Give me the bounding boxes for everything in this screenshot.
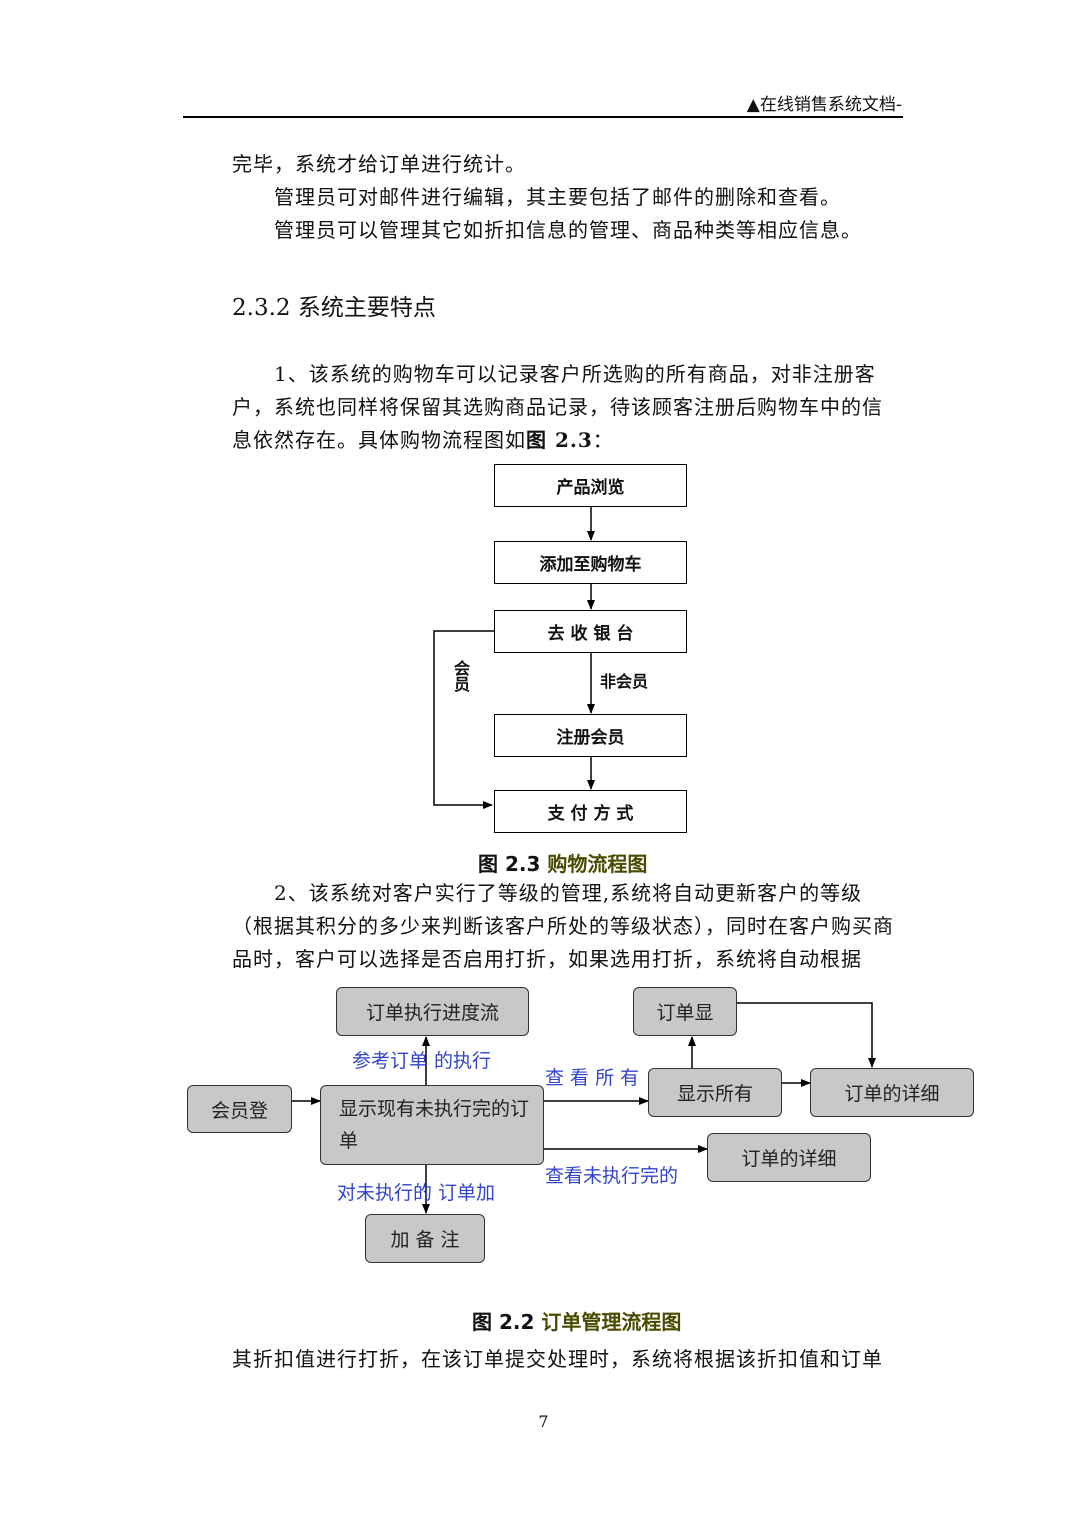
order-box-pending-orders: 显示现有未执行完的订单: [320, 1085, 544, 1165]
page-number: 7: [538, 1412, 549, 1431]
paragraph-6: 其折扣值进行打折，在该订单提交处理时，系统将根据该折扣值和订单: [232, 1347, 883, 1371]
section-title: 2.3.2 系统主要特点: [232, 295, 436, 321]
order-box-detail-1: 订单的详细: [810, 1068, 974, 1117]
order-box-member-login: 会员登: [187, 1085, 292, 1133]
order-box-progress: 订单执行进度流: [336, 987, 529, 1036]
paragraph-5: 2、该系统对客户实行了等级的管理,系统将自动更新客户的等级（根据其积分的多少来判…: [232, 881, 894, 971]
label-reference-order: 参考订单 的执行: [352, 1050, 492, 1072]
order-box-show-all: 显示所有: [648, 1068, 782, 1117]
figure-2-3-caption: 图 2.3 购物流程图: [478, 848, 647, 877]
figure-2-2-caption: 图 2.2 订单管理流程图: [472, 1306, 681, 1335]
header-rule: [183, 116, 903, 118]
label-non-member: 非会员: [600, 672, 649, 691]
paragraph-1: 完毕，系统才给订单进行统计。: [232, 152, 526, 176]
order-box-add-remark: 加 备 注: [365, 1214, 485, 1263]
figure-2-2-caption-number: 图 2.2: [472, 1310, 542, 1334]
paragraph-3: 管理员可以管理其它如折扣信息的管理、商品种类等相应信息。: [274, 218, 862, 242]
paragraph-4: 1、该系统的购物车可以记录客户所选购的所有商品，对非注册客户，系统也同样将保留其…: [232, 358, 902, 457]
flow-box-browse: 产品浏览: [494, 464, 687, 507]
label-view-pending: 查看未执行完的: [545, 1165, 679, 1187]
figure-reference: 图 2.3: [526, 428, 593, 452]
flow-box-register: 注册会员: [494, 714, 687, 757]
figure-2-3-caption-number: 图 2.3: [478, 852, 548, 876]
label-view-all: 查 看 所 有: [545, 1067, 640, 1089]
paragraph-4-text: 1、该系统的购物车可以记录客户所选购的所有商品，对非注册客户，系统也同样将保留其…: [232, 362, 883, 452]
figure-2-2-caption-title: 订单管理流程图: [541, 1310, 682, 1334]
header-title: ▲在线销售系统文档-: [746, 95, 902, 115]
order-box-display: 订单显: [633, 987, 737, 1036]
order-box-detail-2: 订单的详细: [707, 1133, 871, 1182]
flow-box-checkout: 去 收 银 台: [494, 610, 687, 653]
paragraph-2: 管理员可对邮件进行编辑，其主要包括了邮件的删除和查看。: [274, 185, 841, 209]
label-add-note: 对未执行的 订单加: [337, 1182, 496, 1204]
paragraph-4-end: ：: [592, 428, 614, 452]
flow-box-payment: 支 付 方 式: [494, 790, 687, 833]
flow-box-add-to-cart: 添加至购物车: [494, 541, 687, 584]
figure-2-3-caption-title: 购物流程图: [547, 852, 648, 876]
label-member: 会员: [451, 660, 470, 692]
